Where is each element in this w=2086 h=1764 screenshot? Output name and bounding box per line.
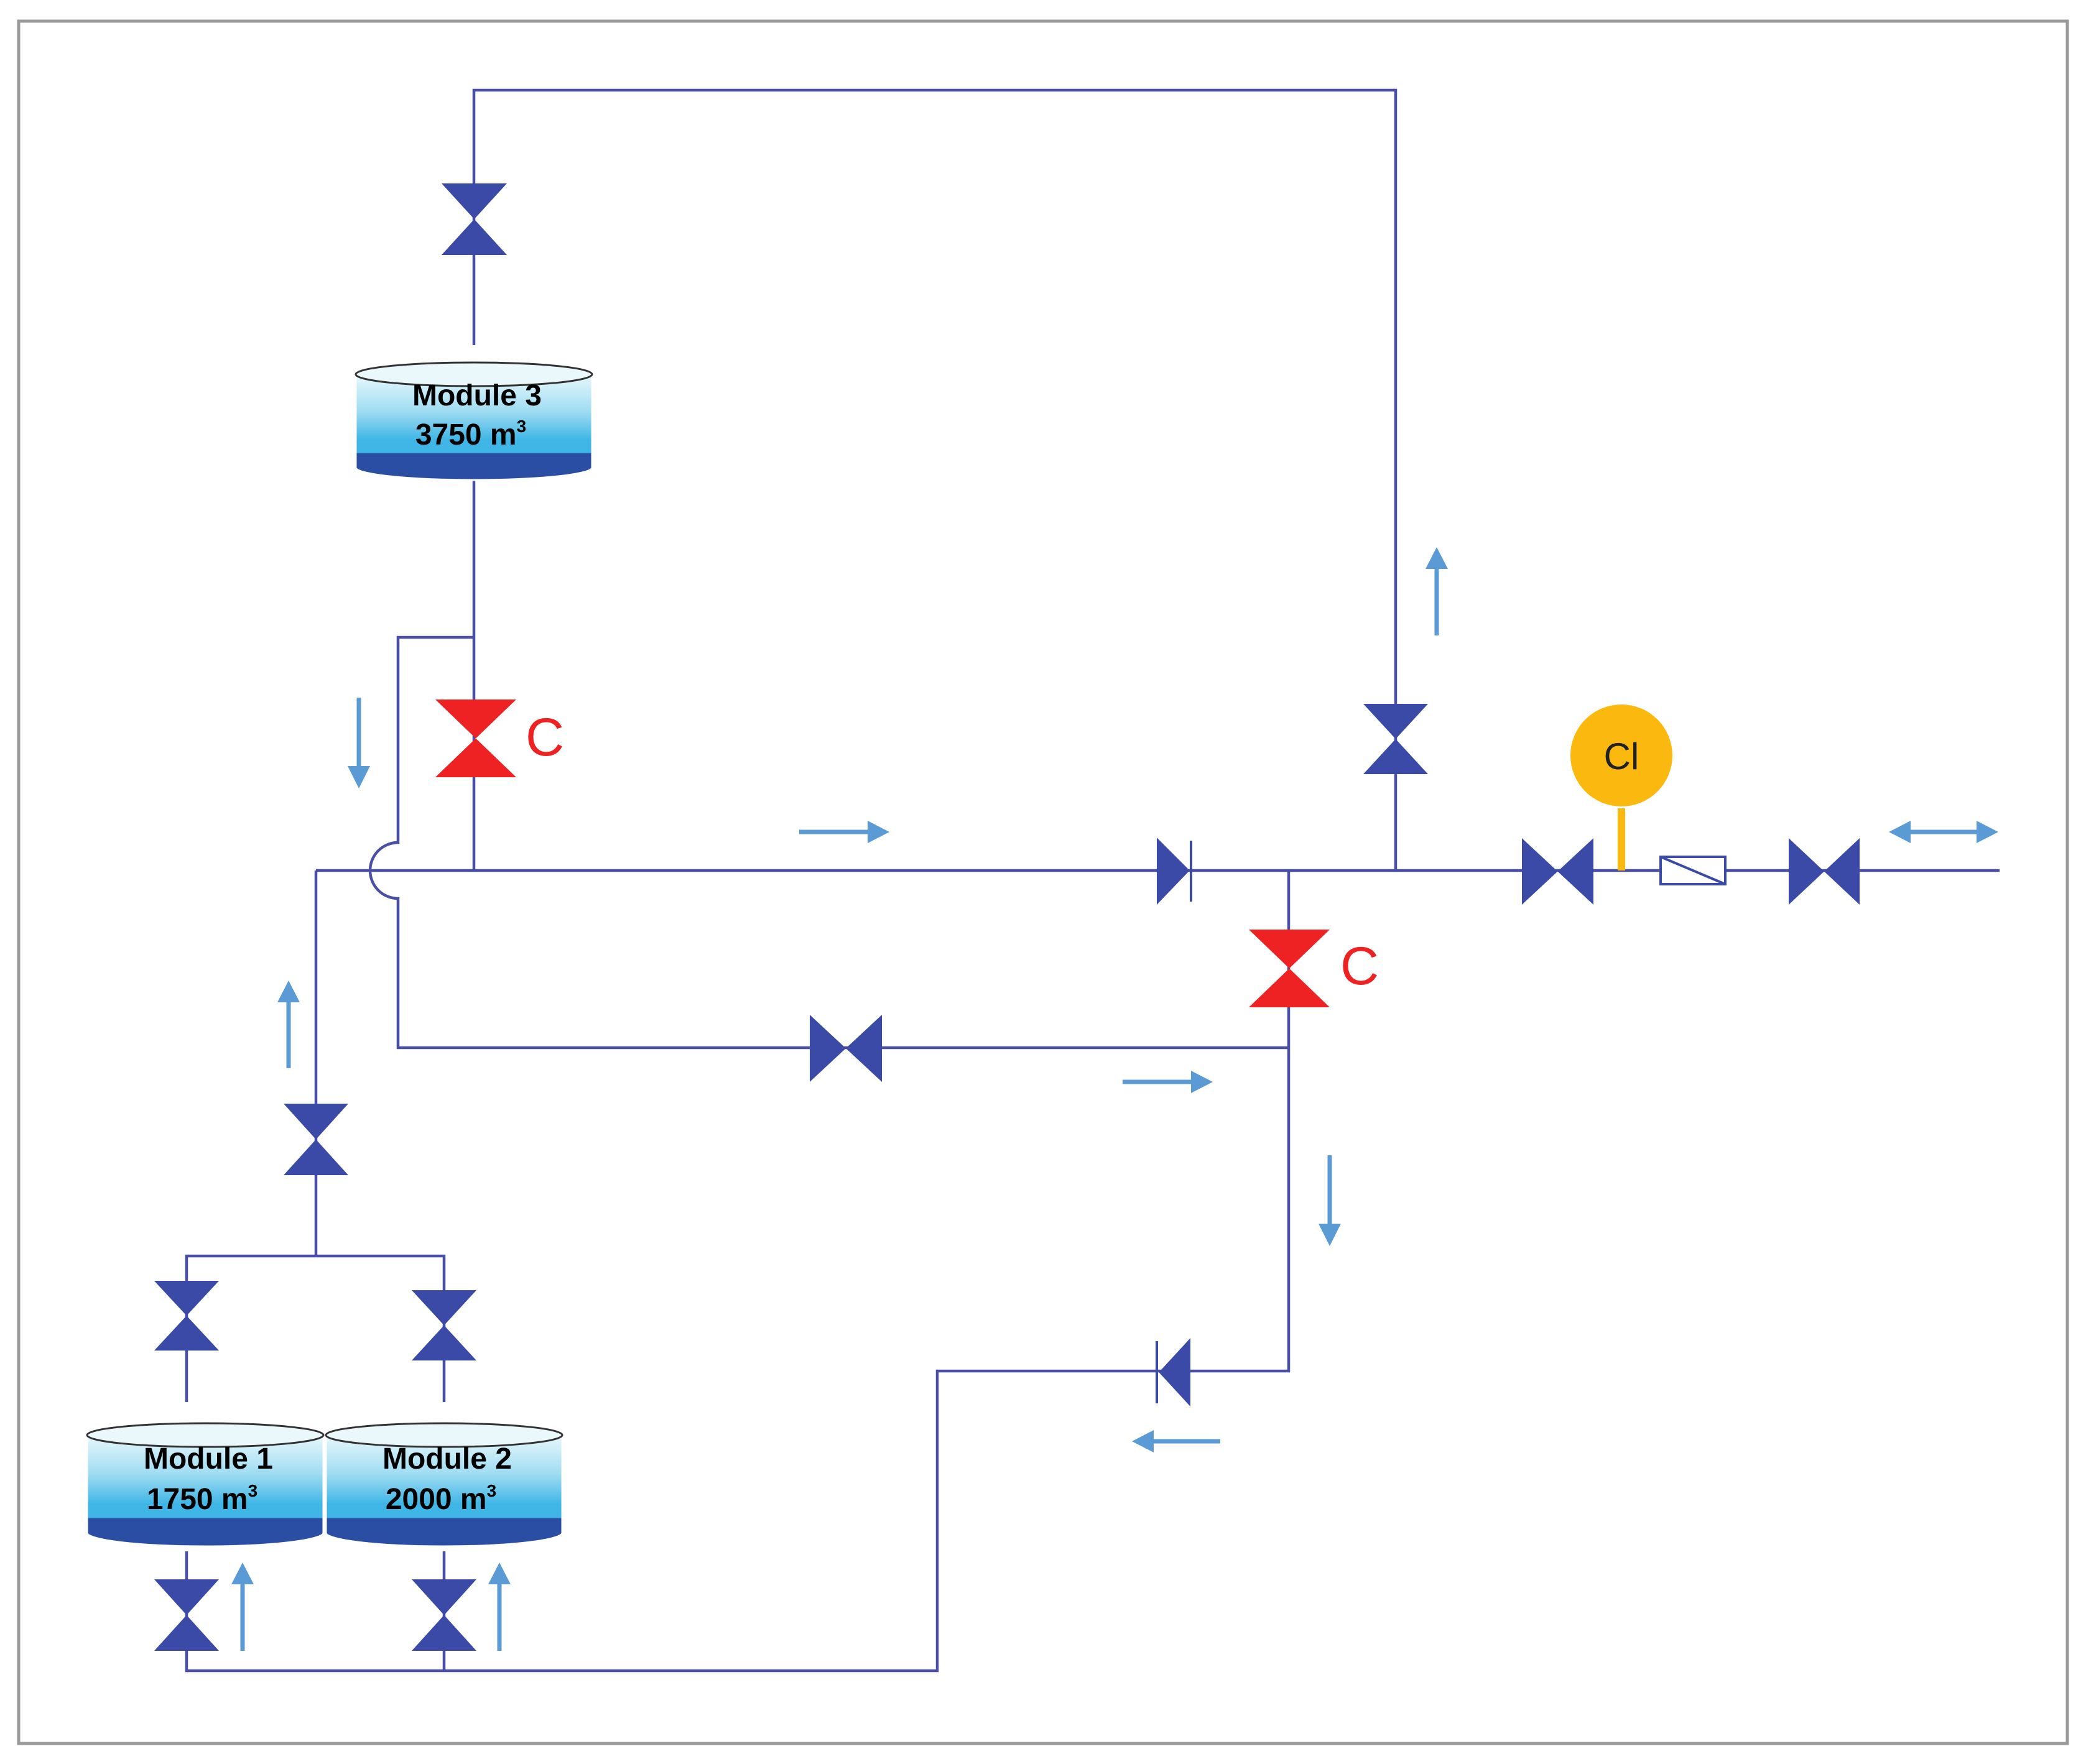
tank-icon: [355, 373, 593, 481]
pipe-top-loop: [472, 88, 1398, 870]
control-valve-label: C: [526, 708, 564, 767]
flow-arrow-icon: [1319, 1155, 1341, 1246]
dosing-point-label: Cl: [1604, 736, 1639, 777]
valves: C C Cl: [154, 183, 1860, 1651]
gate-valve-icon[interactable]: [442, 183, 507, 255]
gate-valve-icon[interactable]: [412, 1579, 476, 1651]
control-valve-label: C: [1340, 936, 1379, 996]
diagram-frame: [17, 19, 2069, 1745]
gate-valve-icon[interactable]: [154, 1579, 219, 1651]
flow-arrows: [231, 547, 1998, 1651]
dosing-point[interactable]: Cl: [1570, 704, 1672, 870]
module3-name: Module 3: [412, 379, 542, 412]
flow-arrow-icon: [277, 981, 300, 1068]
gate-valve-icon[interactable]: [154, 1281, 219, 1351]
control-valve-icon[interactable]: [435, 700, 516, 777]
gate-valve-icon[interactable]: [810, 1015, 882, 1082]
dosing-point-icon[interactable]: [1570, 704, 1672, 806]
flow-arrow-icon: [348, 698, 370, 788]
tank-icon: [325, 1434, 563, 1548]
module1-volume: 1750 m3: [147, 1481, 257, 1516]
flow-arrow-icon: [1123, 1071, 1213, 1093]
pipe-bypass: [368, 635, 1289, 1050]
module1-name: Module 1: [144, 1443, 273, 1475]
tank-icon: [86, 1434, 325, 1548]
flow-arrow-icon: [488, 1563, 511, 1651]
pipe-module-manifold: [185, 1254, 446, 1402]
control-valve-icon[interactable]: [1249, 930, 1330, 1007]
tank-module-1: Module 1 1750 m3: [86, 1422, 325, 1548]
flow-arrow-icon: [1132, 1430, 1220, 1452]
gate-valve-icon[interactable]: [1363, 704, 1428, 774]
flow-arrow-icon: [1889, 821, 1998, 843]
pipe-right-vertical: [185, 870, 1291, 1673]
gate-valve-icon[interactable]: [1789, 838, 1860, 905]
module2-name: Module 2: [382, 1443, 512, 1475]
gate-valve-icon[interactable]: [412, 1290, 476, 1360]
module2-volume: 2000 m3: [386, 1481, 496, 1516]
flow-meter-icon[interactable]: [1659, 856, 1727, 885]
flow-arrow-icon: [799, 821, 889, 843]
tank-module-3: Module 3 3750 m3: [355, 361, 593, 481]
gate-valve-icon[interactable]: [284, 1104, 348, 1175]
check-valve-icon[interactable]: [1156, 1337, 1190, 1407]
check-valve-icon[interactable]: [1157, 838, 1192, 905]
gate-valve-icon[interactable]: [1522, 838, 1593, 905]
module3-volume: 3750 m3: [415, 417, 526, 451]
flow-arrow-icon: [231, 1563, 254, 1651]
flow-arrow-icon: [1425, 547, 1448, 635]
tank-module-2: Module 2 2000 m3: [325, 1422, 563, 1548]
